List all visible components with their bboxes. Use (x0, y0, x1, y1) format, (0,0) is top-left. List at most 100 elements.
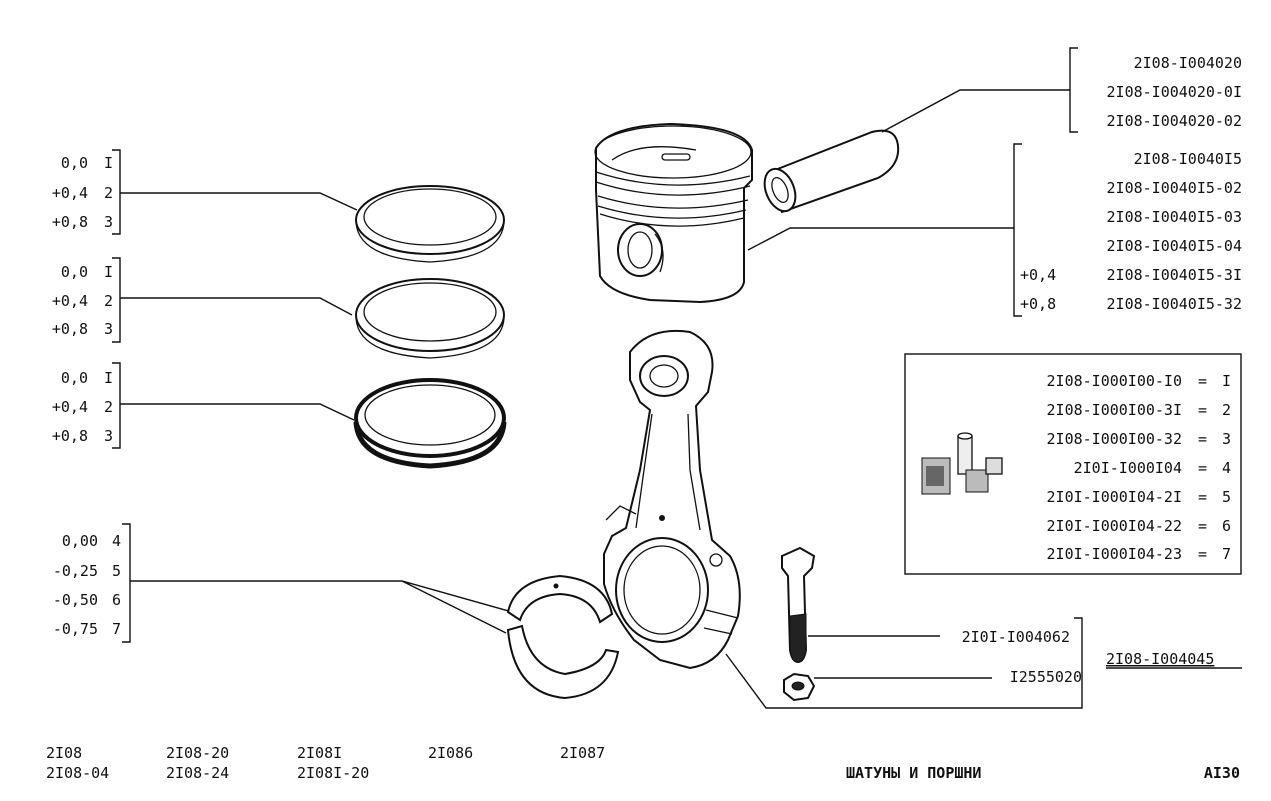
model-1: 2I08 (46, 744, 82, 762)
piston-part-5-prefix: +0,4 (1020, 266, 1056, 284)
pin-part-3: 2I08-I004020-02 (1107, 112, 1242, 130)
model-5: 2I08I (297, 744, 342, 762)
ring1-num-3: 3 (104, 213, 113, 231)
ring2-size-1: 0,0 (61, 263, 88, 281)
ring2-num-1: I (104, 263, 113, 281)
piston-ring-1 (355, 185, 505, 263)
rod-assembly-code: 2I08-I004045 (1106, 650, 1214, 668)
ring1-leader (120, 192, 358, 211)
model-2: 2I08-04 (46, 764, 109, 782)
kit-table: 2I08-I000I00-I0 = I 2I08-I000I00-3I = 2 … (904, 353, 1242, 575)
ring2-size-3: +0,8 (52, 320, 88, 338)
rod-bolt (781, 546, 940, 664)
kit-num-4: 4 (1222, 459, 1231, 477)
kit-eq-7: = (1198, 545, 1207, 563)
kit-code-6: 2I0I-I000I04-22 (1047, 517, 1182, 535)
model-3: 2I08-20 (166, 744, 229, 762)
ring3-num-3: 3 (104, 427, 113, 445)
ring3-num-2: 2 (104, 398, 113, 416)
ring1-size-3: +0,8 (52, 213, 88, 231)
page-code: AI30 (1204, 764, 1240, 782)
model-8: 2I087 (560, 744, 605, 762)
bearing-size-4: -0,75 (53, 620, 98, 638)
kit-code-5: 2I0I-I000I04-2I (1047, 488, 1182, 506)
piston-part-5: 2I08-I0040I5-3I (1107, 266, 1242, 284)
kit-num-6: 6 (1222, 517, 1231, 535)
piston-part-4: 2I08-I0040I5-04 (1107, 237, 1242, 255)
bolt-part-code: 2I0I-I004062 (962, 628, 1070, 646)
model-4: 2I08-24 (166, 764, 229, 782)
ring2-size-2: +0,4 (52, 292, 88, 310)
footer-models: 2I08 2I08-04 2I08-20 2I08-24 2I08I 2I08I… (46, 744, 605, 782)
bearing-shells (506, 574, 620, 700)
kit-icon (921, 432, 1003, 495)
ring3-leader (120, 403, 355, 421)
kit-num-1: I (1222, 372, 1231, 390)
ring1-bracket (112, 149, 121, 235)
pin-part-1: 2I08-I004020 (1134, 54, 1242, 72)
ring1-num-2: 2 (104, 184, 113, 202)
rod-nut (783, 672, 992, 702)
kit-code-4: 2I0I-I000I04 (1074, 459, 1182, 477)
ring-label-group-3: 0,0 I +0,4 2 +0,8 3 (52, 362, 355, 449)
page-title: ШАТУНЫ И ПОРШНИ (846, 764, 981, 782)
bearing-bracket (122, 523, 131, 643)
pin-part-2: 2I08-I004020-0I (1107, 83, 1242, 101)
kit-eq-2: = (1198, 401, 1207, 419)
kit-code-3: 2I08-I000I00-32 (1047, 430, 1182, 448)
ring3-size-2: +0,4 (52, 398, 88, 416)
piston-ring-3 (353, 378, 507, 469)
ring2-num-3: 3 (104, 320, 113, 338)
bearing-num-3: 6 (112, 591, 121, 609)
ring1-num-1: I (104, 154, 113, 172)
piston-part-1: 2I08-I0040I5 (1134, 150, 1242, 168)
ring3-size-1: 0,0 (61, 369, 88, 387)
ring-label-group-1: 0,0 I +0,4 2 +0,8 3 (52, 149, 358, 235)
ring2-leader (120, 297, 353, 316)
ring2-bracket (112, 257, 121, 343)
bearing-num-4: 7 (112, 620, 121, 638)
kit-eq-4: = (1198, 459, 1207, 477)
kit-num-2: 2 (1222, 401, 1231, 419)
bearing-leader (130, 580, 513, 634)
ring3-size-3: +0,8 (52, 427, 88, 445)
model-7: 2I086 (428, 744, 473, 762)
bearing-size-1: 0,00 (62, 532, 98, 550)
ring3-num-1: I (104, 369, 113, 387)
kit-eq-5: = (1198, 488, 1207, 506)
ring2-num-2: 2 (104, 292, 113, 310)
piston (594, 122, 1014, 304)
kit-num-7: 7 (1222, 545, 1231, 563)
kit-num-5: 5 (1222, 488, 1231, 506)
kit-eq-6: = (1198, 517, 1207, 535)
ring1-size-2: +0,4 (52, 184, 88, 202)
bearing-label-group: 0,00 4 -0,25 5 -0,50 6 -0,75 7 (53, 523, 513, 643)
piston-part-2: 2I08-I0040I5-02 (1107, 179, 1242, 197)
ring1-size-1: 0,0 (61, 154, 88, 172)
piston-parts-group: 2I08-I0040I5 2I08-I0040I5-02 2I08-I0040I… (1013, 143, 1242, 317)
pin-leader (881, 89, 1070, 133)
piston-ring-2 (355, 278, 505, 359)
kit-code-7: 2I0I-I000I04-23 (1047, 545, 1182, 563)
kit-code-1: 2I08-I000I00-I0 (1047, 372, 1182, 390)
piston-part-6: 2I08-I0040I5-32 (1107, 295, 1242, 313)
nut-part-code: I2555020 (1010, 668, 1082, 686)
piston-part-3: 2I08-I0040I5-03 (1107, 208, 1242, 226)
bearing-num-2: 5 (112, 562, 121, 580)
ring-label-group-2: 0,0 I +0,4 2 +0,8 3 (52, 257, 353, 343)
piston-part-6-prefix: +0,8 (1020, 295, 1056, 313)
rod-leader (725, 617, 1083, 709)
bearing-size-3: -0,50 (53, 591, 98, 609)
kit-code-2: 2I08-I000I00-3I (1047, 401, 1182, 419)
ring3-bracket (112, 362, 121, 449)
piston-leader (747, 227, 1014, 251)
kit-eq-3: = (1198, 430, 1207, 448)
piston-pin (763, 89, 1070, 214)
bearing-num-1: 4 (112, 532, 121, 550)
bearing-size-2: -0,25 (53, 562, 98, 580)
model-6: 2I08I-20 (297, 764, 369, 782)
pin-parts-group: 2I08-I004020 2I08-I004020-0I 2I08-I00402… (1069, 47, 1242, 133)
pin-bracket (1069, 47, 1078, 133)
kit-num-3: 3 (1222, 430, 1231, 448)
